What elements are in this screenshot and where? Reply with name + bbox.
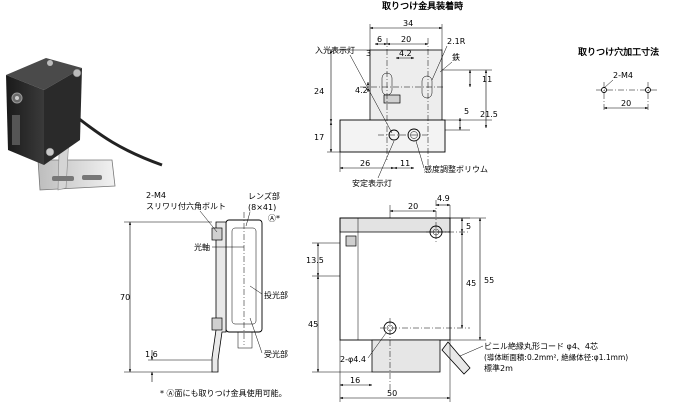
- product-photo: [6, 58, 163, 191]
- dim-4-2a: 4.2: [399, 49, 412, 58]
- dim-1-6: 1.6: [145, 350, 158, 359]
- front-view: 20 4.9 5 45 55 13.5 45 2-φ4.4 16 50: [306, 194, 628, 402]
- front-dim-5: 5: [466, 222, 471, 231]
- label-bolt: 2-M4: [146, 191, 166, 200]
- label-stable: 安定表示灯: [352, 178, 392, 188]
- dim-17: 17: [314, 133, 324, 142]
- dim-20: 20: [401, 35, 411, 44]
- dim-3: 3: [366, 49, 371, 58]
- label-optical-axis: 光軸: [194, 242, 210, 252]
- front-dim-45a: 45: [466, 279, 476, 288]
- front-dim-55: 55: [484, 276, 494, 285]
- front-dim-20: 20: [408, 202, 418, 211]
- front-dim-45b: 45: [308, 320, 318, 329]
- dim-70: 70: [120, 293, 130, 302]
- label-emitter: 投光部: [264, 290, 288, 300]
- dim-4-2b: 4.2: [355, 86, 368, 95]
- side-view: 2-M4 スリワリ付六角ボルト レンズ部 (8×41) Ⓐ* 光軸 投光部 受光…: [120, 191, 288, 398]
- label-lens: レンズ部: [248, 191, 280, 201]
- hole-m4: 2-M4: [613, 71, 633, 80]
- dim-21-5: 21.5: [480, 110, 498, 119]
- hole-dim-20: 20: [621, 99, 631, 108]
- label-bolt-type: スリワリ付六角ボルト: [146, 201, 226, 211]
- front-dim-16: 16: [350, 376, 360, 385]
- front-dim-4-9: 4.9: [437, 194, 450, 203]
- dim-6: 6: [377, 35, 382, 44]
- dim-34: 34: [403, 19, 413, 28]
- note-a-surface: * Ⓐ面にも取りつけ金具使用可能。: [160, 388, 287, 398]
- hole-title: 取りつけ穴加工寸法: [578, 46, 659, 58]
- front-dim-13-5: 13.5: [306, 256, 324, 265]
- hole-diagram: 2-M4 20: [596, 71, 657, 112]
- label-iron: 鉄: [452, 52, 460, 62]
- mount-title: 取りつけ金具装着時: [382, 0, 463, 12]
- dim-11: 11: [482, 75, 492, 84]
- label-a-star: Ⓐ*: [268, 214, 280, 223]
- cable-line2: (導体断面積:0.2mm², 絶縁体径:φ1.1mm): [484, 352, 628, 362]
- dim-26: 26: [360, 159, 370, 168]
- dim-2-1r: 2.1R: [447, 37, 466, 46]
- dim-5: 5: [464, 107, 469, 116]
- cable-line3: 標準2m: [484, 363, 513, 373]
- front-dim-50: 50: [387, 389, 397, 398]
- cable-line1: ビニル絶縁丸形コード φ4、4芯: [484, 341, 598, 351]
- label-lens-size: (8×41): [248, 203, 276, 212]
- label-receiver: 受光部: [264, 349, 288, 359]
- dim-11b: 11: [400, 159, 410, 168]
- label-sensitivity: 感度調整ボリウム: [424, 164, 488, 174]
- front-dim-hole: 2-φ4.4: [340, 355, 366, 364]
- top-view: 34 6 20 3 4.2 2.1R 鉄 入光表示灯 24 4.2 17 11: [314, 19, 498, 188]
- dim-24: 24: [314, 87, 324, 96]
